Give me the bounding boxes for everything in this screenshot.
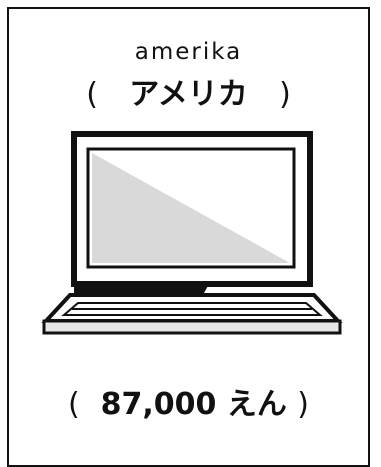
product-card: amerika ( アメリカ ) ( 87,000 えん ) — [7, 7, 370, 467]
item-katakana: アメリカ — [129, 77, 248, 112]
open-paren: ( — [86, 77, 98, 112]
price-unit: えん — [226, 387, 287, 422]
price-close-paren: ) — [297, 387, 309, 422]
laptop-icon — [41, 131, 343, 335]
item-katakana-line: ( アメリカ ) — [9, 69, 368, 113]
price-amount: 87,000 — [100, 387, 217, 422]
item-romaji: amerika — [134, 39, 243, 65]
close-paren: ) — [279, 77, 291, 112]
price-open-paren: ( — [67, 387, 80, 422]
price-line: ( 87,000 えん ) — [9, 379, 368, 423]
